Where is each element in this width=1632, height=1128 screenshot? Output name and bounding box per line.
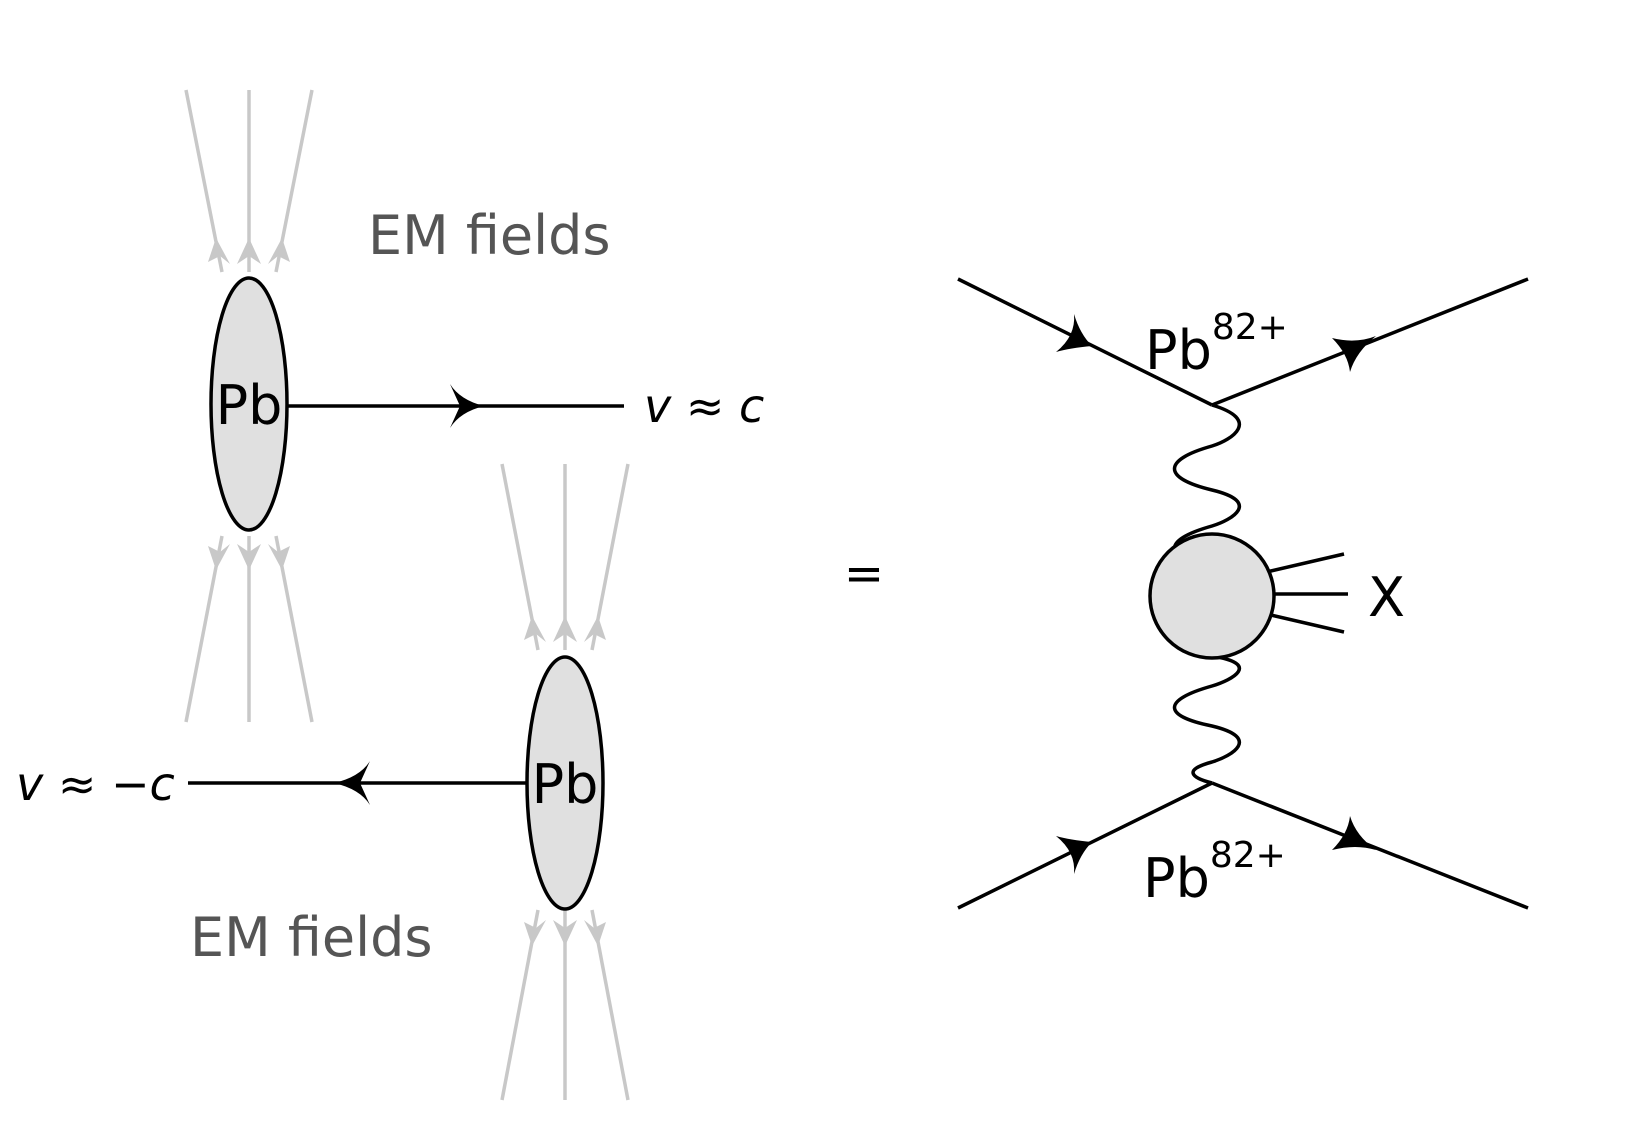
bottom-ion-symbol: Pb (1143, 847, 1210, 910)
feynman-diagram: Pb82+ Pb82+ X (957, 277, 1529, 910)
top-photon-line (1172, 403, 1241, 568)
upper-field-arrow-top-right (268, 238, 290, 264)
lower-field-arrow-bottom-center (553, 920, 577, 946)
upper-nucleus-label: Pb (216, 374, 283, 437)
lower-em-fields-label: EM fields (190, 906, 433, 969)
lower-trajectory-arrow-icon (334, 761, 370, 805)
upper-trajectory-arrow-icon (450, 384, 484, 428)
x-line-upper (1261, 552, 1345, 575)
upper-field-arrow-bottom-right (268, 544, 290, 570)
top-ion-outgoing-arrow-icon (1332, 336, 1376, 372)
top-ion-incoming-arrow-icon (1056, 314, 1092, 352)
upper-velocity-label: v ≈ c (644, 379, 764, 433)
upper-field-arrow-bottom-left (208, 544, 230, 570)
upper-em-fields-label: EM fields (368, 204, 611, 267)
lower-em-field-lines (500, 463, 630, 1101)
top-ion-outgoing-line (1211, 277, 1529, 407)
lower-trajectory (188, 761, 527, 805)
lower-field-arrow-top-left (524, 616, 546, 642)
upper-field-arrow-top-center (237, 238, 261, 264)
bottom-ion-charge: 82+ (1210, 835, 1286, 876)
final-state-label: X (1368, 566, 1405, 629)
lower-field-arrow-bottom-right (584, 920, 606, 946)
top-ion-label: Pb82+ (1145, 307, 1288, 382)
lower-field-arrow-bottom-left (524, 920, 546, 946)
equals-sign: = (844, 546, 884, 602)
lower-nucleus-label: Pb (532, 753, 599, 816)
bottom-photon-line (1173, 654, 1241, 785)
top-ion-symbol: Pb (1145, 319, 1212, 382)
bottom-ion-incoming-arrow-icon (1056, 836, 1092, 874)
upper-em-field-lines (184, 89, 314, 723)
bottom-ion-outgoing-arrow-icon (1332, 816, 1376, 850)
upper-field-arrow-top-left (208, 238, 230, 264)
upper-nucleus (209, 276, 289, 532)
lower-nucleus (525, 655, 605, 911)
lower-field-arrow-top-right (584, 616, 606, 642)
top-ion-charge: 82+ (1212, 307, 1288, 348)
bottom-ion-label: Pb82+ (1143, 835, 1286, 910)
upper-trajectory (287, 384, 624, 428)
upper-field-arrow-bottom-center (237, 544, 261, 570)
lower-field-arrow-top-center (553, 616, 577, 642)
lower-velocity-label: v ≈ −c (16, 757, 175, 811)
x-line-lower (1261, 611, 1345, 634)
interaction-blob (1148, 532, 1276, 660)
